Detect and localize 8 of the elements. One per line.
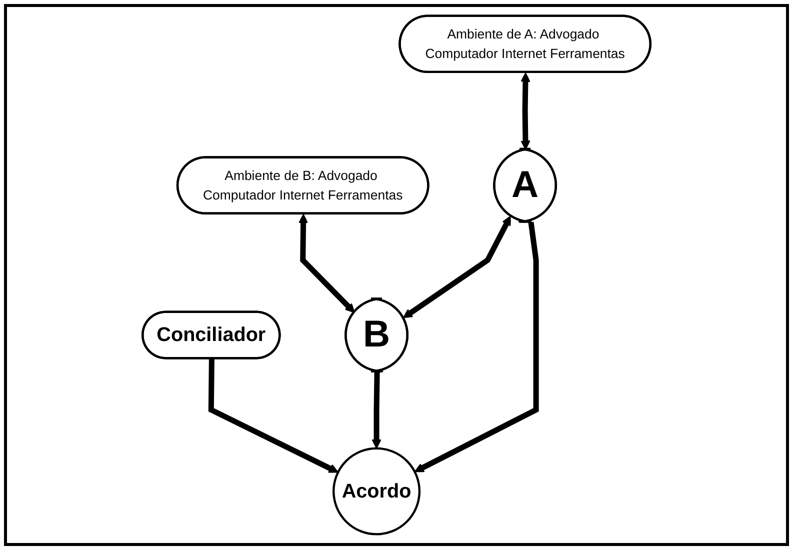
arrow: [208, 358, 338, 473]
arrow: [520, 72, 530, 150]
diagram-frame: Ambiente de A: Advogado Computador Internet Ferramentas Ambiente de B: Advogado Computador Internet Ferramentas A Conciliador B Acordo: [4, 4, 789, 546]
arrow: [298, 214, 355, 313]
node-circle: [332, 447, 421, 536]
arrow: [414, 222, 539, 472]
arrow: [402, 216, 512, 318]
arrow: [372, 372, 382, 449]
